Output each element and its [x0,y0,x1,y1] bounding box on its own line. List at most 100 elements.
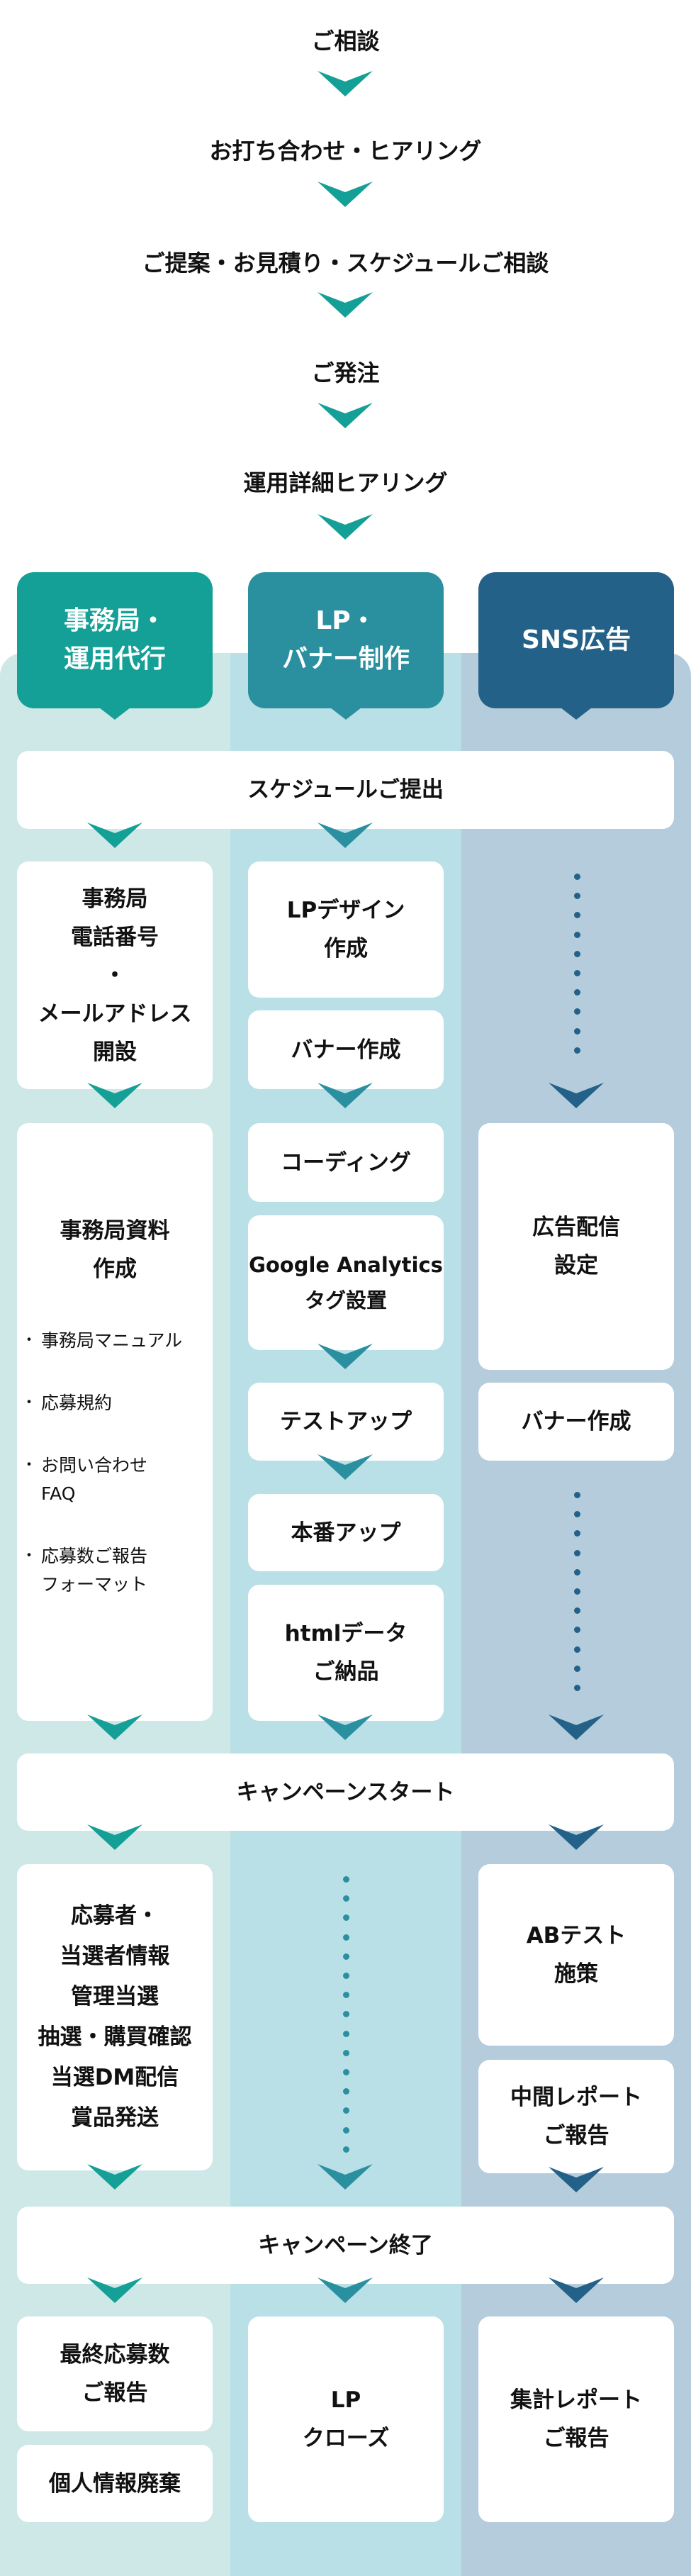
header-label: LP・ バナー制作 [281,606,410,674]
box-lp-close: LP クローズ [248,2316,444,2522]
box-label: バナー作成 [291,1037,401,1063]
campaign-end-bar: キャンペーン終了 [17,2207,674,2284]
box-office-documents: 事務局資料 作成 事務局マニュアル 応募規約 お問い合わせ FAQ 応募数ご報告… [17,1123,213,1721]
connector-dot [343,2088,349,2095]
chevron-down-icon [549,1824,604,1851]
connector-dot [343,1973,349,1979]
connector-dot [574,1511,580,1518]
box-mid-report: 中間レポート ご報告 [478,2060,674,2173]
chevron-down-icon [87,823,142,849]
connector-dot [343,2146,349,2153]
chevron-down-icon [318,2277,373,2304]
connector-dot [343,2107,349,2114]
box-label: htmlデータ ご納品 [284,1621,408,1685]
connector-dot [574,893,580,900]
box-phone-email-setup: 事務局 電話番号 ・ メールアドレス 開設 [17,862,213,1089]
box-label: 最終応募数 ご報告 [60,2342,170,2406]
chevron-down-icon [318,292,373,319]
connector-dot [574,1492,580,1498]
chevron-down-icon [549,2167,604,2194]
step-proposal-estimate: ご提案・お見積り・スケジュールご相談 [142,250,549,277]
chevron-down-icon [318,514,373,541]
box-label: 応募者・ 当選者情報 管理当選 抽選・購買確認 当選DM配信 賞品発送 [38,1903,192,2131]
box-label: 集計レポート ご報告 [510,2387,642,2451]
connector-dot [343,2011,349,2018]
list-item: お問い合わせ FAQ [21,1451,182,1508]
box-ga-tag: Google Analytics タグ設置 [248,1215,444,1350]
connector-dot [343,1876,349,1883]
box-banner-creation: バナー作成 [248,1010,444,1089]
box-title: 事務局資料 作成 [60,1217,170,1282]
connector-dot [574,950,580,957]
box-lp-design: LPデザイン 作成 [248,862,444,998]
chevron-down-icon [87,2164,142,2191]
list-item: 応募数ご報告 フォーマット [21,1542,182,1599]
connector-dot [574,874,580,880]
connector-dot [343,2069,349,2075]
header-office-operation: 事務局・ 運用代行 [17,572,213,720]
connector-dot [574,989,580,996]
list-item: 事務局マニュアル [21,1327,182,1355]
box-ab-test: ABテスト 施策 [478,1864,674,2046]
box-label: コーディング [281,1149,411,1176]
box-label: LPデザイン 作成 [286,898,405,961]
connector-dot [574,1665,580,1672]
box-label: LP クローズ [302,2387,390,2451]
chevron-down-icon [87,2277,142,2304]
pointer-icon [330,708,361,720]
connector-dot [343,1953,349,1960]
connector-dot [343,2030,349,2037]
chevron-down-icon [318,71,373,98]
chevron-down-icon [549,2277,604,2304]
header-lp-banner: LP・ バナー制作 [248,572,444,720]
bar-label: キャンペーンスタート [236,1779,455,1805]
box-label: 中間レポート ご報告 [510,2085,642,2148]
connector-dot [343,1914,349,1922]
box-data-disposal: 個人情報廃棄 [17,2445,213,2522]
connector-dot [574,1008,580,1015]
connector-dot [574,1027,580,1035]
connector-dot [574,1627,580,1634]
step-meeting-hearing: お打ち合わせ・ヒアリング [209,138,482,165]
box-label: バナー作成 [521,1409,631,1434]
box-label: 個人情報廃棄 [49,2470,181,2497]
box-label: 広告配信 設定 [532,1215,620,1278]
box-production-upload: 本番アップ [248,1494,444,1571]
box-test-upload: テストアップ [248,1383,444,1461]
chevron-down-icon [87,1083,142,1110]
chevron-down-icon [318,403,373,430]
connector-dot [343,1895,349,1902]
bar-label: スケジュールご提出 [247,777,444,803]
chevron-down-icon [318,823,373,849]
box-label: テストアップ [280,1409,412,1434]
box-label: Google Analytics タグ設置 [249,1253,443,1312]
header-sns-ads: SNS広告 [478,572,674,720]
chevron-down-icon [549,1083,604,1110]
step-order: ご発注 [311,359,380,386]
box-sns-banner: バナー作成 [478,1383,674,1461]
connector-dot [574,970,580,976]
connector-dot [574,1646,580,1653]
connector-dot [343,2126,349,2134]
connector-dot [574,1568,580,1576]
connector-dot [343,1934,349,1941]
campaign-start-bar: キャンペーンスタート [17,1753,674,1831]
connector-dot [574,1530,580,1537]
box-final-report: 最終応募数 ご報告 [17,2316,213,2431]
header-label: SNS広告 [522,625,631,654]
schedule-submission-bar: スケジュールご提出 [17,751,674,829]
step-detail-hearing: 運用詳細ヒアリング [243,469,448,496]
list-item: 応募規約 [21,1389,182,1417]
box-summary-report: 集計レポート ご報告 [478,2316,674,2522]
connector-dot [343,2049,349,2056]
connector-dot [574,931,580,938]
chevron-down-icon [87,1824,142,1851]
connector-dot [574,1549,580,1556]
connector-dot [574,912,580,919]
box-coding: コーディング [248,1123,444,1202]
chevron-down-icon [318,1344,373,1371]
chevron-down-icon [87,1714,142,1741]
connector-dot [574,1607,580,1615]
pointer-icon [561,708,592,720]
chevron-down-icon [318,2164,373,2191]
